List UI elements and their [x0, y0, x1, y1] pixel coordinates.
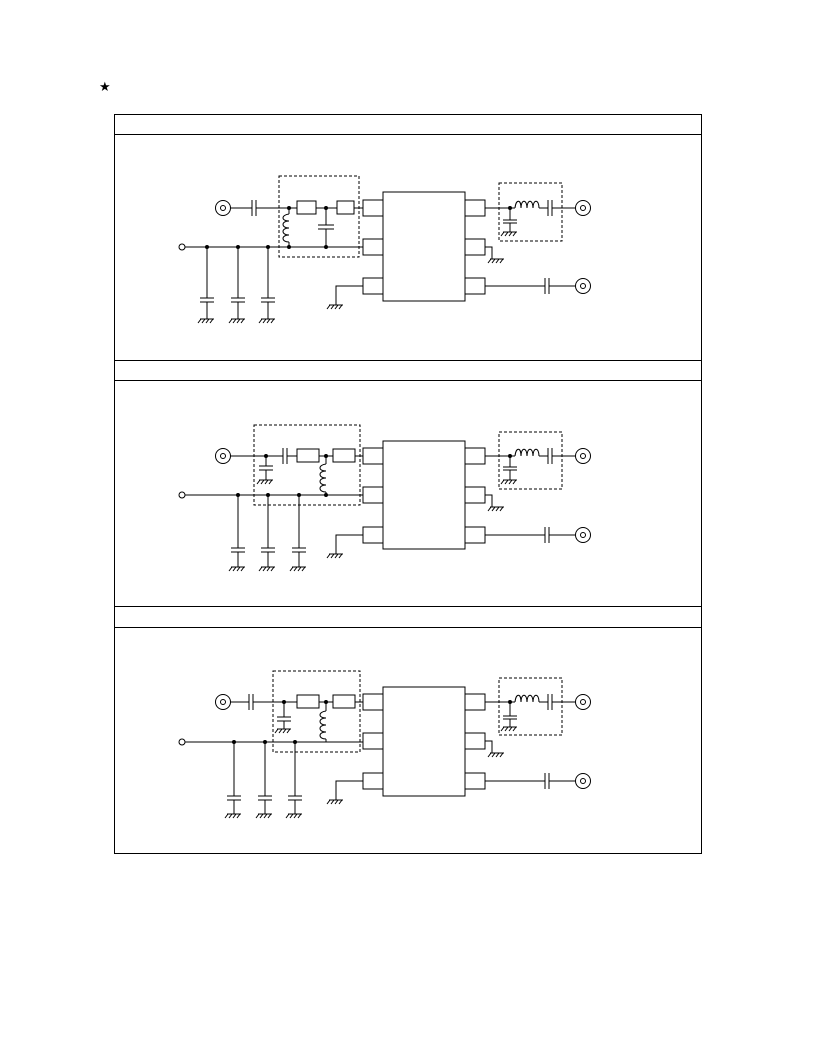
shunt-inductor: [282, 213, 290, 243]
ic-body: [383, 441, 465, 549]
shunt-inductor: [319, 463, 327, 493]
bypass-cap-3: [289, 495, 307, 572]
ic-pin-vcc: [363, 239, 383, 255]
ic-pin-gnd-2: [465, 239, 485, 255]
rf-out-connector: [575, 694, 591, 710]
input-match-box: [254, 425, 360, 505]
bypass-cap-2: [255, 742, 273, 819]
bypass-cap-3: [285, 742, 303, 819]
ic-pin-rf-in: [363, 448, 383, 464]
series-resistor-2: [337, 201, 354, 214]
output-series-inductor: [514, 694, 540, 703]
rf-in-connector: [215, 448, 231, 464]
panel-3-circuit: [179, 671, 591, 819]
ic-pin-gnd-2: [465, 733, 485, 749]
ic-pin-out-2: [465, 773, 485, 789]
shunt-inductor: [319, 710, 327, 740]
ic-pin-gnd-2: [465, 487, 485, 503]
rf-in-connector: [215, 694, 231, 710]
vcc-terminal: [179, 739, 185, 745]
bypass-cap-2: [228, 247, 246, 324]
ic-pin-gnd: [363, 278, 383, 294]
ic-pin-rf-in: [363, 200, 383, 216]
star-icon: ★: [99, 79, 111, 94]
ic-pin-out-2: [465, 278, 485, 294]
panel-1-circuit: [179, 176, 591, 324]
input-match-box: [279, 176, 359, 257]
bypass-cap-1: [197, 247, 215, 324]
ic-pin-rf-out: [465, 448, 485, 464]
rf-out-2-connector: [575, 773, 591, 789]
series-resistor-2: [333, 695, 355, 708]
vcc-terminal: [179, 492, 185, 498]
ic-body: [383, 687, 465, 796]
output-match-box: [499, 678, 562, 735]
series-resistor-1: [297, 449, 319, 462]
bypass-cap-1: [228, 495, 246, 572]
ic-pin-rf-out: [465, 694, 485, 710]
ic-pin-rf-out: [465, 200, 485, 216]
rf-out-2-connector: [575, 278, 591, 294]
output-match-box: [499, 183, 562, 241]
rf-out-connector: [575, 200, 591, 216]
rf-out-2-connector: [575, 527, 591, 543]
ic-pin-out-2: [465, 527, 485, 543]
output-series-inductor: [514, 200, 540, 209]
figure-border: [115, 115, 702, 854]
ic-pin-vcc: [363, 733, 383, 749]
bypass-cap-2: [258, 495, 276, 572]
vcc-terminal: [179, 244, 185, 250]
bypass-cap-3: [258, 247, 276, 324]
output-series-inductor: [514, 448, 540, 457]
series-resistor-2: [333, 449, 355, 462]
ic-pin-vcc: [363, 487, 383, 503]
panel-2-circuit: [179, 425, 591, 572]
ic-body: [383, 192, 465, 301]
ic-pin-rf-in: [363, 694, 383, 710]
bypass-cap-1: [224, 742, 242, 819]
series-resistor-1: [297, 695, 319, 708]
input-match-box: [273, 671, 360, 752]
rf-out-connector: [575, 448, 591, 464]
series-resistor-1: [297, 201, 316, 214]
output-match-box: [499, 432, 562, 489]
ic-pin-gnd: [363, 773, 383, 789]
ic-pin-gnd: [363, 527, 383, 543]
rf-in-connector: [215, 200, 231, 216]
